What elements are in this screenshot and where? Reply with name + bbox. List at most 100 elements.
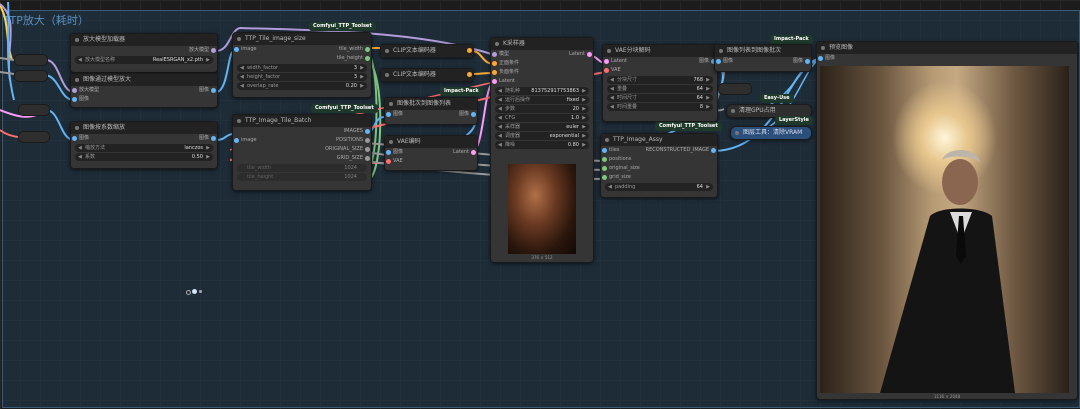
node-title[interactable]: 预览图像 — [817, 42, 1077, 54]
socket-dot-icon[interactable] — [365, 138, 370, 143]
node-title[interactable]: 图层工具：清除VRAM — [731, 127, 811, 139]
node-title[interactable]: K采样器 — [491, 38, 593, 50]
node-title[interactable]: 图像列表到图像批次 — [715, 45, 811, 57]
socket-dot-icon[interactable] — [386, 159, 391, 164]
collapse-dot-icon[interactable] — [719, 49, 723, 53]
socket-dot-icon[interactable] — [386, 150, 391, 155]
node-preview-image[interactable]: 预览图像 图像 1116 × 2048 — [816, 41, 1078, 400]
socket-dot-icon[interactable] — [72, 136, 77, 141]
collapse-dot-icon[interactable] — [607, 49, 611, 53]
node-title[interactable]: TTP_Tile_image_size — [233, 33, 371, 45]
socket-dot-icon[interactable] — [711, 59, 716, 64]
node-title[interactable]: 图像通过模型放大 — [71, 74, 217, 86]
node-image-list-to-batch[interactable]: 图像列表到图像批次 图像图像 — [714, 44, 812, 72]
socket-dot-icon[interactable] — [711, 148, 716, 153]
socket-dot-icon[interactable] — [365, 156, 370, 161]
socket-dot-icon[interactable] — [365, 56, 370, 61]
socket-dot-icon[interactable] — [492, 61, 497, 66]
socket-dot-icon[interactable] — [211, 136, 216, 141]
collapse-dot-icon[interactable] — [821, 46, 825, 50]
socket-dot-icon[interactable] — [211, 48, 216, 53]
socket-dot-icon[interactable] — [492, 70, 497, 75]
socket-dot-icon[interactable] — [386, 112, 391, 117]
socket-dot-icon[interactable] — [234, 47, 239, 52]
reroute-node[interactable] — [14, 70, 48, 82]
node-title[interactable]: 图像批次到图像列表 — [385, 98, 477, 110]
collapse-dot-icon[interactable] — [735, 131, 739, 135]
node-title[interactable]: TTP_Image_Tile_Batch — [233, 115, 371, 127]
collapse-dot-icon[interactable] — [385, 73, 389, 77]
node-title[interactable]: CLIP文本编码器 — [381, 69, 473, 81]
node-title[interactable]: 图像按系数缩放 — [71, 122, 217, 134]
socket-dot-icon[interactable] — [211, 88, 216, 93]
collapse-dot-icon[interactable] — [385, 49, 389, 53]
reroute-node[interactable] — [18, 131, 50, 143]
collapse-dot-icon[interactable] — [495, 42, 499, 46]
socket-dot-icon[interactable] — [492, 79, 497, 84]
socket-dot-icon[interactable] — [365, 147, 370, 152]
node-title[interactable]: 清理GPU占用 — [727, 105, 811, 117]
collapse-dot-icon[interactable] — [75, 78, 79, 82]
node-clip-text-encode-negative[interactable]: CLIP文本编码器 — [380, 68, 474, 82]
socket-dot-icon[interactable] — [471, 112, 476, 117]
socket-dot-icon[interactable] — [604, 68, 609, 73]
socket-dot-icon[interactable] — [602, 166, 607, 171]
socket-dot-icon[interactable] — [72, 97, 77, 102]
socket-dot-icon[interactable] — [602, 175, 607, 180]
socket-dot-icon[interactable] — [365, 47, 370, 52]
node-title[interactable]: TTP_Image_Assy — [601, 134, 717, 146]
collapse-dot-icon[interactable] — [237, 119, 241, 123]
node-title[interactable]: VAE编码 — [385, 136, 477, 148]
socket-dot-icon[interactable] — [602, 148, 607, 153]
socket-dot-icon[interactable] — [492, 52, 497, 57]
socket-dot-icon[interactable] — [604, 59, 609, 64]
socket-dot-icon[interactable] — [467, 48, 472, 53]
socket-dot-icon[interactable] — [602, 157, 607, 162]
socket-dot-icon[interactable] — [471, 150, 476, 155]
socket-dot-icon[interactable] — [234, 138, 239, 143]
node-clean-gpu[interactable]: 清理GPU占用 — [726, 104, 812, 118]
reroute-node[interactable] — [14, 54, 48, 66]
node-upscale-with-model[interactable]: 图像通过模型放大 放大模型图像 图像 — [70, 73, 218, 108]
collapse-dot-icon[interactable] — [731, 109, 735, 113]
reroute-node[interactable] — [18, 104, 50, 116]
socket-dot-icon[interactable] — [365, 129, 370, 134]
collapse-dot-icon[interactable] — [75, 38, 79, 42]
socket-dot-icon[interactable] — [467, 72, 472, 77]
node-purge-vram[interactable]: 图层工具：清除VRAM — [730, 126, 812, 140]
socket-dot-icon[interactable] — [818, 56, 823, 61]
collapse-dot-icon[interactable] — [605, 138, 609, 142]
socket-dot-icon[interactable] — [805, 59, 810, 64]
socket-dot-icon[interactable] — [587, 52, 592, 57]
collapse-dot-icon[interactable] — [389, 140, 393, 144]
socket-dot-icon[interactable] — [72, 88, 77, 93]
collapse-dot-icon[interactable] — [75, 126, 79, 130]
node-title[interactable]: 放大模型加载器 — [71, 34, 217, 46]
